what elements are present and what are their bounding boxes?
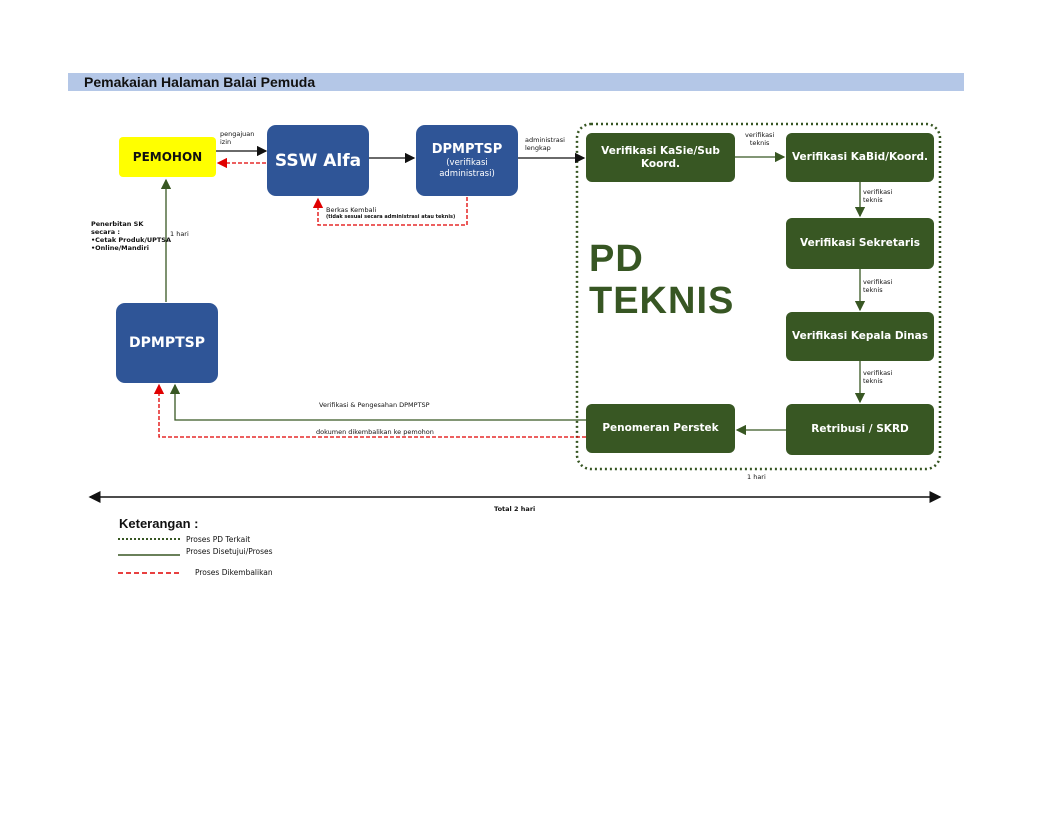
node-dpmptsp-verifikasi: DPMPTSP (verifikasi administrasi): [416, 125, 518, 196]
label-penerbitan-2: secara :: [91, 228, 120, 236]
label-total-2-hari: Total 2 hari: [494, 505, 536, 513]
node-penomeran: Penomeran Perstek: [586, 404, 735, 453]
node-pemohon: PEMOHON: [119, 137, 216, 177]
page-title: Pemakaian Halaman Balai Pemuda: [84, 74, 316, 90]
pd-teknis-region: [575, 122, 942, 471]
node-dpmptsp-sub1: (verifikasi: [446, 157, 488, 168]
label-pengajuan-1: pengajuan: [220, 130, 255, 138]
node-sekretaris-label: Verifikasi Sekretaris: [800, 237, 920, 249]
node-verifikasi-kepala-dinas: Verifikasi Kepala Dinas: [786, 312, 934, 361]
node-dpmptsp-sub2: administrasi): [439, 168, 495, 179]
label-1-hari-bottom: 1 hari: [747, 473, 766, 481]
label-berkas-1: Berkas Kembali: [326, 206, 377, 214]
node-dpmptsp-title: DPMPTSP: [431, 141, 503, 157]
node-verifikasi-kabid: Verifikasi KaBid/Koord.: [786, 133, 934, 182]
label-berkas-kembali: Berkas Kembali (tidak sesuai secara admi…: [326, 206, 455, 221]
label-verifikasi-teknis-b: verifikasi teknis: [863, 188, 892, 204]
legend-title: Keterangan :: [119, 516, 199, 531]
node-kasie-line1: Verifikasi KaSie/Sub: [601, 144, 720, 157]
node-ssw-alfa: SSW Alfa: [267, 125, 369, 196]
label-verifikasi-teknis-c: verifikasi teknis: [863, 278, 892, 294]
pd-teknis-label: PD TEKNIS: [589, 238, 734, 322]
legend-item-pd-terkait: Proses PD Terkait: [186, 535, 251, 544]
arrow-penomeran-dpmptsp: [169, 383, 586, 421]
label-administrasi-2: lengkap: [525, 144, 551, 152]
node-retribusi-label: Retribusi / SKRD: [811, 423, 909, 435]
node-verifikasi-kasie: Verifikasi KaSie/Sub Koord.: [586, 133, 735, 182]
label-vt-d1: verifikasi: [863, 369, 893, 377]
label-vt-a2: teknis: [749, 139, 770, 147]
label-pengajuan-2: izin: [220, 138, 232, 146]
label-verifikasi-pengesahan: Verifikasi & Pengesahan DPMPTSP: [319, 401, 430, 409]
label-berkas-2: (tidak sesuai secara administrasi atau t…: [326, 214, 456, 220]
node-ssw-alfa-label: SSW Alfa: [274, 150, 362, 171]
node-dpmptsp-bottom-label: DPMPTSP: [129, 335, 205, 351]
label-vt-b2: teknis: [863, 196, 883, 204]
label-vt-c2: teknis: [863, 286, 883, 294]
node-kasie-line2: Koord.: [640, 157, 681, 170]
label-vt-a1: verifikasi: [745, 131, 775, 139]
node-dpmptsp-bottom: DPMPTSP: [116, 303, 218, 383]
legend-item-dikembalikan: Proses Dikembalikan: [195, 568, 273, 577]
pd-teknis-line1: PD: [589, 238, 644, 280]
label-dokumen-kembali: dokumen dikembalikan ke pemohon: [316, 428, 434, 436]
legend-item-disetujui: Proses Disetujui/Proses: [186, 547, 273, 556]
node-verifikasi-sekretaris: Verifikasi Sekretaris: [786, 218, 934, 269]
node-kepala-dinas-label: Verifikasi Kepala Dinas: [792, 330, 928, 342]
label-administrasi-lengkap: administrasi lengkap: [525, 136, 565, 152]
arrow-dokumen-kembali: [153, 383, 586, 438]
node-penomeran-label: Penomeran Perstek: [602, 422, 719, 434]
label-vt-d2: teknis: [863, 377, 883, 385]
label-vt-c1: verifikasi: [863, 278, 893, 286]
node-pemohon-label: PEMOHON: [132, 150, 203, 164]
node-retribusi: Retribusi / SKRD: [786, 404, 934, 455]
label-penerbitan-4: •Online/Mandiri: [91, 244, 149, 252]
label-penerbitan-3: •Cetak Produk/UPTSA: [91, 236, 172, 244]
title-bar: Pemakaian Halaman Balai Pemuda: [68, 73, 964, 91]
node-kabid-label: Verifikasi KaBid/Koord.: [791, 151, 929, 163]
label-vt-b1: verifikasi: [863, 188, 893, 196]
label-penerbitan-1: Penerbitan SK: [91, 220, 144, 228]
label-verifikasi-teknis-a: verifikasi teknis: [745, 131, 774, 147]
label-administrasi-1: administrasi: [525, 136, 565, 144]
arrow-berkas-kembali: [312, 197, 468, 226]
pd-teknis-line2: TEKNIS: [589, 280, 735, 322]
label-1-hari-left: 1 hari: [170, 230, 189, 238]
label-verifikasi-teknis-d: verifikasi teknis: [863, 369, 892, 385]
label-penerbitan-sk: Penerbitan SK secara : •Cetak Produk/UPT…: [91, 220, 171, 252]
label-pengajuan-izin: pengajuan izin: [220, 130, 254, 146]
